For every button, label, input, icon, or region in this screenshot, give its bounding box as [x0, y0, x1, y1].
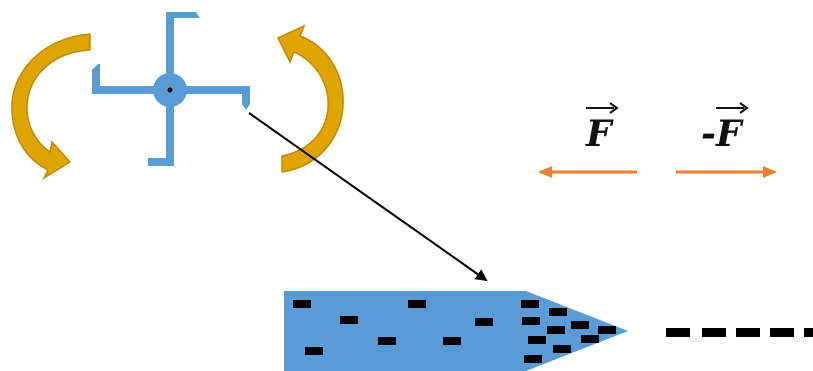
- force-label-f: F: [585, 102, 619, 155]
- sprinkler-pivot-dot: [167, 87, 173, 93]
- svg-text:-F: -F: [701, 113, 744, 155]
- nozzle-icon: [284, 291, 628, 371]
- rotating-sprinkler-icon: [92, 12, 250, 166]
- force-label-neg-f: -F: [701, 102, 749, 155]
- fluid-particles: [293, 300, 616, 363]
- svg-text:F: F: [585, 113, 614, 155]
- ejected-stream: [666, 328, 813, 337]
- rotation-arrow-right-icon: [276, 24, 344, 173]
- magnify-pointer-arrow: [248, 112, 488, 282]
- rotation-arrow-left-icon: [11, 33, 91, 181]
